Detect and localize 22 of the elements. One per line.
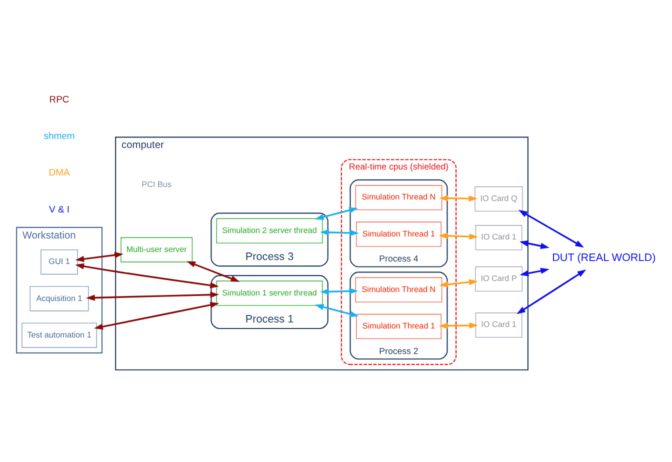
legend-label: shmem [44,130,75,142]
arrow [320,228,359,236]
arrow [439,278,478,288]
arrow [314,304,359,316]
arrow [519,240,550,248]
arrow [314,206,358,220]
arrow [520,267,550,276]
arrow [75,262,220,288]
legend-label: V & I [48,204,70,215]
arrow [438,232,478,240]
legend-label: RPC [49,94,70,105]
arrow [518,209,584,248]
node-text: DUT (REAL WORLD) [552,252,656,264]
arrow [75,252,124,262]
arrow [320,288,358,294]
arrow [438,322,478,328]
arrow [86,291,220,300]
arrow [516,269,586,314]
arrow [439,194,478,202]
arrow [94,301,220,330]
legend-label: DMA [48,167,70,178]
arrow [186,260,240,282]
